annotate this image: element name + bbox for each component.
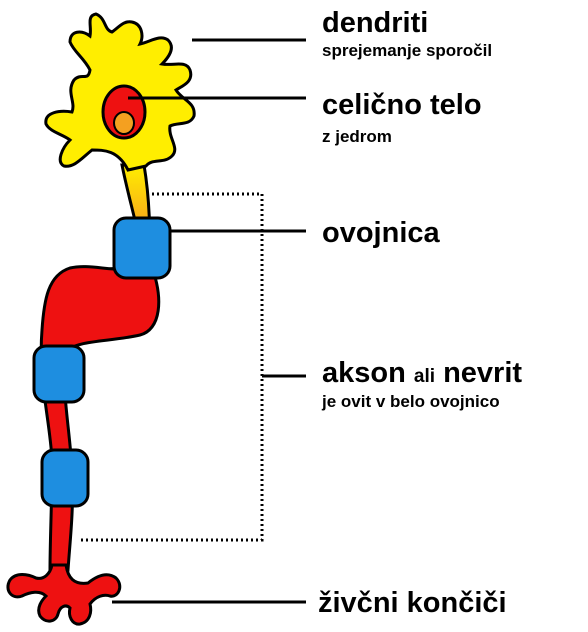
- nucleolus: [114, 112, 134, 134]
- axon-label: akson ali nevrit: [322, 358, 522, 392]
- axon-lower: [41, 262, 159, 570]
- axon-term: akson: [322, 357, 406, 389]
- dendrites-sublabel: sprejemanje sporočil: [322, 42, 492, 60]
- myelin-sheath-2: [34, 346, 84, 402]
- axon-terminals: [8, 565, 120, 624]
- axon-connector: ali: [414, 366, 435, 387]
- myelin-sheath-1: [114, 218, 170, 278]
- sheath-label: ovojnica: [322, 218, 440, 248]
- cell-body-label: celično telo: [322, 90, 482, 120]
- myelin-sheath-3: [42, 450, 88, 506]
- terminals-label: živčni končiči: [318, 588, 507, 618]
- dendrites-label: dendriti: [322, 8, 428, 38]
- cell-body-sublabel: z jedrom: [322, 128, 392, 146]
- axon-sublabel: je ovit v belo ovojnico: [322, 393, 500, 411]
- neurite-term: nevrit: [443, 357, 522, 389]
